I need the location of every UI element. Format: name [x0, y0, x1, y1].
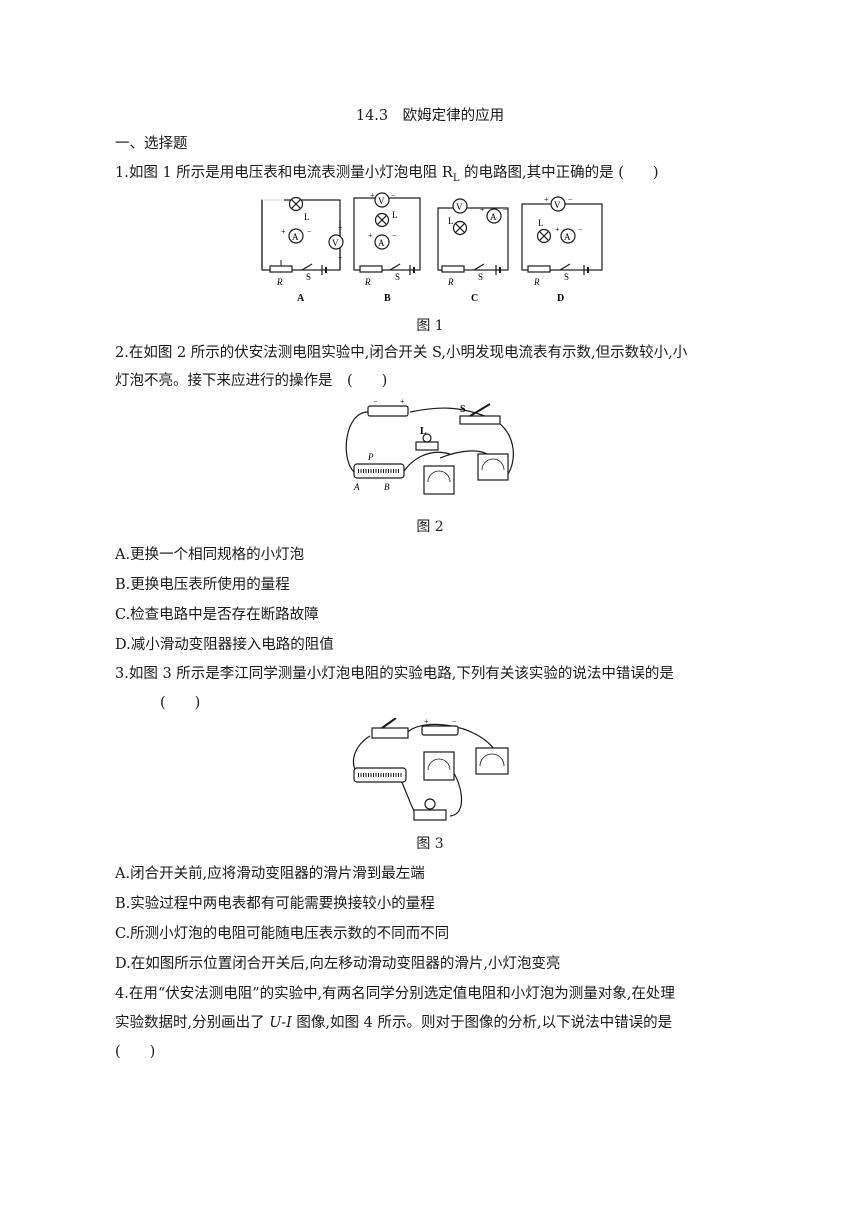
circuit-c: [437, 207, 509, 271]
svg-text:R: R: [276, 277, 283, 287]
question-3-stem-line-1: 3.如图 3 所示是李江同学测量小灯泡电阻的实验电路,下列有关该实验的说法中错误…: [115, 666, 674, 682]
svg-text:V: V: [456, 202, 463, 212]
svg-text:V: V: [332, 238, 339, 248]
rheostat-icon: [353, 767, 407, 783]
svg-text:−: −: [568, 195, 573, 204]
question-2-option-d: D.减小滑动变阻器接入电路的阻值: [115, 637, 334, 653]
svg-text:+: +: [544, 195, 549, 204]
svg-text:S: S: [460, 404, 466, 415]
question-3-option-a: A.闭合开关前,应将滑动变阻器的滑片滑到最左端: [115, 866, 425, 882]
svg-text:S: S: [306, 272, 311, 282]
ammeter-icon: [423, 465, 455, 495]
svg-text:R: R: [364, 277, 371, 287]
svg-text:A: A: [490, 212, 497, 222]
question-2-option-a: A.更换一个相同规格的小灯泡: [115, 547, 305, 563]
svg-text:−: −: [578, 225, 583, 234]
question-3-option-c: C.所测小灯泡的电阻可能随电压表示数的不同而不同: [115, 926, 450, 942]
lamp-icon: [413, 809, 447, 821]
svg-text:A: A: [564, 232, 571, 242]
svg-text:R: R: [447, 277, 454, 287]
battery-icon: [367, 405, 409, 417]
ammeter-icon: [475, 747, 509, 775]
page-title: 14.3 欧姆定律的应用: [355, 108, 505, 124]
svg-text:−: −: [503, 205, 508, 214]
svg-text:P: P: [367, 452, 374, 462]
question-1-stem: 1.如图 1 所示是用电压表和电流表测量小灯泡电阻 RL 的电路图,其中正确的是…: [115, 165, 659, 184]
circuit-a-parts: L A + − V + − R S A: [269, 196, 344, 304]
figure-1-circuits: L A + − V + − R S A V + − L A + − R S B: [261, 191, 603, 304]
switch-icon: [371, 727, 409, 739]
svg-text:L: L: [420, 426, 427, 437]
question-2-option-c: C.检查电路中是否存在断路故障: [115, 607, 319, 623]
figure-3-caption: 图 3: [416, 836, 444, 852]
section-heading: 一、选择题: [115, 136, 188, 152]
svg-text:+: +: [281, 227, 286, 236]
svg-text:+: +: [368, 231, 373, 240]
question-2-stem-line-2: 灯泡不亮。接下来应进行的操作是 ( ): [115, 373, 388, 389]
svg-text:+: +: [338, 223, 343, 232]
question-4-stem-line-1: 4.在用“伏安法测电阻”的实验中,有两名同学分别选定值电阻和小灯泡为测量对象,在…: [115, 986, 675, 1002]
question-4-stem-line-2: 实验数据时,分别画出了 U-I 图像,如图 4 所示。则对于图像的分析,以下说法…: [115, 1015, 673, 1031]
figure-2-caption: 图 2: [416, 519, 444, 535]
svg-text:V: V: [378, 196, 385, 206]
figure-1-caption: 图 1: [416, 318, 444, 334]
svg-text:L: L: [392, 210, 398, 220]
circuit-d-parts: V + − L A + − R S D: [527, 195, 589, 304]
option-d-label: D: [557, 293, 564, 304]
svg-text:−: −: [338, 253, 343, 262]
question-4-stem-line-3: ( ): [115, 1044, 156, 1060]
circuit-c-parts: V L A + − R S C: [441, 198, 508, 304]
question-2-stem-line-1: 2.在如图 2 所示的伏安法测电阻实验中,闭合开关 S,小明发现电流表有示数,但…: [115, 345, 688, 361]
svg-text:+: +: [555, 225, 560, 234]
svg-text:V: V: [554, 200, 561, 210]
option-c-label: C: [471, 293, 478, 304]
circuit-b: [353, 197, 421, 271]
svg-text:S: S: [395, 272, 400, 282]
svg-text:A: A: [353, 482, 360, 492]
question-2-option-b: B.更换电压表所使用的量程: [115, 577, 290, 593]
svg-text:L: L: [448, 216, 454, 226]
svg-text:−: −: [392, 231, 397, 240]
svg-text:R: R: [533, 277, 540, 287]
svg-text:+: +: [370, 191, 375, 200]
switch-icon: [459, 415, 501, 425]
svg-text:S: S: [564, 272, 569, 282]
question-3-option-b: B.实验过程中两电表都有可能需要换接较小的量程: [115, 896, 435, 912]
svg-text:S: S: [478, 272, 483, 282]
svg-text:+: +: [424, 718, 429, 726]
svg-text:L: L: [538, 218, 544, 228]
svg-text:+: +: [400, 398, 405, 406]
figure-3-apparatus: +−: [352, 718, 509, 821]
svg-text:−: −: [307, 227, 312, 236]
svg-text:−: −: [452, 718, 457, 726]
option-a-label: A: [297, 293, 305, 304]
svg-text:−: −: [391, 191, 396, 200]
question-3-stem-line-2: ( ): [160, 695, 201, 711]
svg-text:A: A: [292, 232, 299, 242]
lamp-icon: [415, 441, 439, 451]
svg-text:+: +: [480, 205, 485, 214]
voltmeter-icon: [477, 453, 509, 481]
svg-text:−: −: [373, 398, 378, 406]
svg-text:L: L: [304, 212, 310, 222]
figure-2-apparatus: − + S L P A B: [345, 398, 514, 495]
svg-text:B: B: [384, 482, 390, 492]
option-b-label: B: [384, 293, 391, 304]
circuit-b-parts: V + − L A + − R S B: [359, 191, 415, 304]
question-3-option-d: D.在如图所示位置闭合开关后,向左移动滑动变阻器的滑片,小灯泡变亮: [115, 956, 561, 972]
battery-icon: [421, 725, 459, 736]
svg-text:A: A: [378, 238, 385, 248]
